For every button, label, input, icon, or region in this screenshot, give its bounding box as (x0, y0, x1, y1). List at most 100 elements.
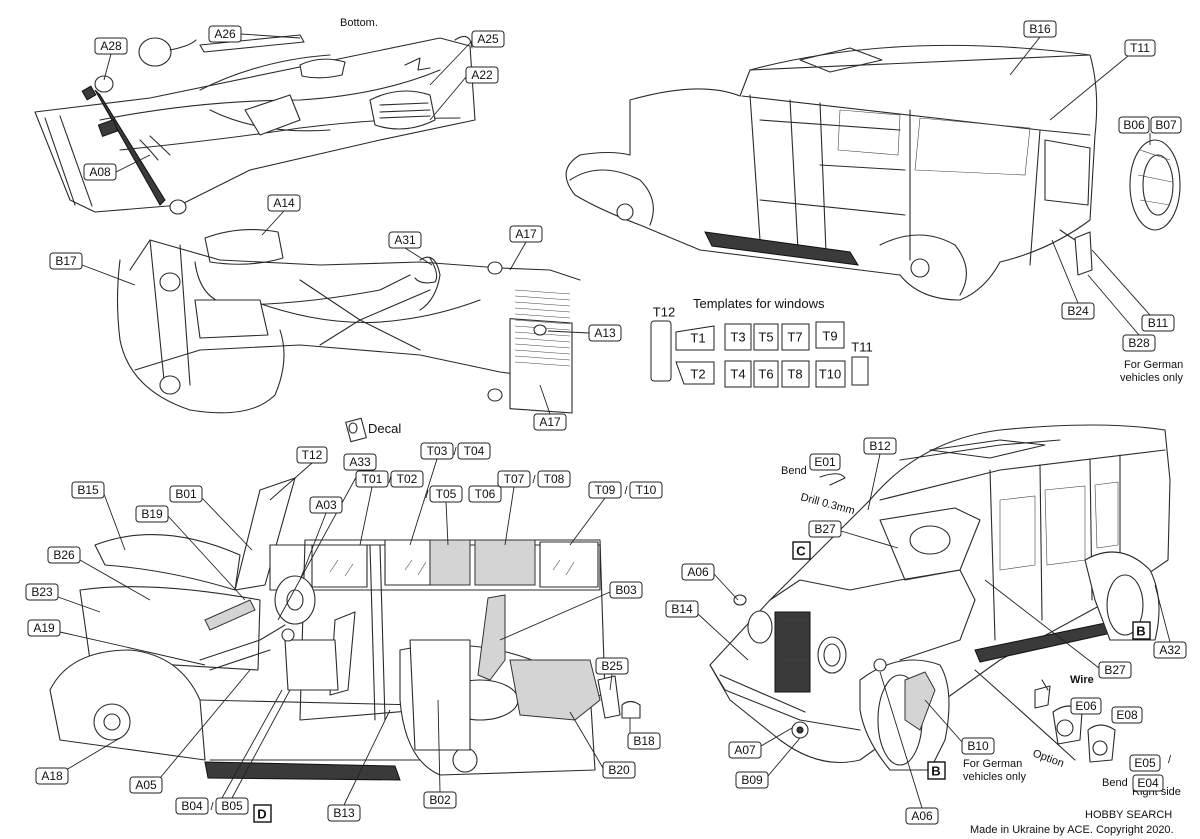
part-label-t12: T12 (296, 446, 328, 464)
part-label-a08: A08 (83, 163, 117, 181)
leader-line-a22 (429, 76, 467, 121)
leader-line-t09 (569, 497, 606, 546)
part-label-a07: A07 (728, 741, 762, 759)
part-label-text-b25: B25 (601, 659, 623, 673)
part-label-text-a22: A22 (471, 68, 493, 82)
part-label-text-a14: A14 (273, 196, 295, 210)
part-label-a13: A13 (588, 324, 622, 342)
part-label-a17top: A17 (509, 225, 543, 243)
part-label-text-b24: B24 (1067, 304, 1089, 318)
part-label-text-b18: B18 (633, 734, 655, 748)
part-label-text-a32: A32 (1159, 643, 1181, 657)
part-label-a14: A14 (267, 194, 301, 212)
part-label-b24: B24 (1061, 302, 1095, 320)
part-label-text-b20: B20 (608, 763, 630, 777)
part-label-text-b09: B09 (741, 773, 763, 787)
part-label-text-b14: B14 (671, 602, 693, 616)
frame-underside-drawing (116, 229, 581, 414)
leader-line-b16 (1009, 36, 1041, 76)
template-t12: T12 (653, 305, 675, 320)
leader-line-a31 (404, 247, 433, 266)
part-label-text-b01: B01 (175, 487, 197, 501)
part-label-b02: B02 (423, 791, 457, 809)
note-decal: Decal (368, 421, 401, 436)
part-label-text-a25: A25 (477, 32, 499, 46)
part-label-text-a05: A05 (135, 778, 157, 792)
part-label-e08: E08 (1111, 706, 1143, 724)
part-label-b09: B09 (735, 771, 769, 789)
part-label-a26: A26 (208, 25, 242, 43)
part-label-b15: B15 (71, 481, 105, 499)
leader-line-a18 (65, 737, 121, 771)
part-label-text-a26: A26 (214, 27, 236, 41)
part-label-text-b15: B15 (77, 483, 99, 497)
marker-d: D (257, 807, 266, 822)
leader-line-a28 (103, 53, 112, 81)
leader-line-b25 (609, 673, 613, 691)
part-label-text-a19: A19 (33, 621, 55, 635)
leader-line-a17top (509, 241, 527, 271)
note-wire: Wire (1070, 674, 1094, 686)
part-label-b13: B13 (327, 804, 361, 822)
part-label-text-e05: E05 (1134, 756, 1156, 770)
part-label-text-b03: B03 (615, 583, 637, 597)
part-label-text-a17top: A17 (515, 227, 537, 241)
part-label-text-b02: B02 (429, 793, 451, 807)
part-label-text-t08: T08 (544, 472, 565, 486)
part-label-text-b04: B04 (181, 799, 203, 813)
part-label-text-t07: T07 (504, 472, 525, 486)
part-label-text-t10: T10 (636, 483, 657, 497)
note-bend: Bend (781, 465, 807, 477)
leader-line-b14 (697, 613, 749, 661)
template-t4: T4 (730, 367, 745, 382)
leader-line-b26 (79, 559, 151, 601)
leader-line-a33 (277, 469, 361, 621)
template-t5: T5 (758, 330, 773, 345)
leader-line-b09 (767, 737, 801, 777)
part-label-text-a31: A31 (394, 233, 416, 247)
part-label-b07: B07 (1150, 116, 1182, 134)
part-label-a32: A32 (1153, 641, 1187, 659)
label-separator: / (453, 446, 457, 458)
part-label-t04: T04 (457, 442, 491, 460)
part-label-b12: B12 (863, 437, 897, 455)
part-label-text-b16: B16 (1029, 22, 1051, 36)
part-label-text-b19: B19 (141, 507, 163, 521)
part-label-t02: T02 (390, 470, 424, 488)
leader-line-t01 (359, 486, 373, 546)
part-label-text-e04: E04 (1137, 776, 1159, 790)
part-label-a03: A03 (309, 496, 343, 514)
leader-line-a26 (240, 33, 301, 39)
part-label-text-b13: B13 (333, 806, 355, 820)
part-label-b18: B18 (627, 732, 661, 750)
part-label-e04: E04 (1132, 774, 1164, 792)
part-label-b26: B26 (47, 546, 81, 564)
part-label-text-b06: B06 (1123, 118, 1145, 132)
part-label-a17bot: A17 (533, 413, 567, 431)
part-label-b16: B16 (1023, 20, 1057, 38)
part-label-a33: A33 (343, 453, 377, 471)
leader-line-a13 (547, 330, 590, 334)
part-label-text-t12: T12 (302, 448, 323, 462)
label-separator: / (210, 801, 214, 813)
leader-line-b10 (924, 699, 963, 743)
template-t3: T3 (730, 330, 745, 345)
part-label-t07: T07 (497, 470, 531, 488)
part-label-t09: T09 (588, 481, 622, 499)
part-label-a22: A22 (465, 66, 499, 84)
part-label-text-a18: A18 (41, 769, 63, 783)
part-label-a25: A25 (471, 30, 505, 48)
marker-b-1: B (1136, 624, 1145, 639)
note-bend-2: Bend (1102, 777, 1128, 789)
part-label-e01: E01 (809, 453, 841, 471)
part-label-text-b10: B10 (967, 739, 989, 753)
leader-line-a06bot (879, 671, 923, 809)
part-label-text-e01: E01 (814, 455, 836, 469)
part-label-text-t02: T02 (397, 472, 418, 486)
template-t9: T9 (822, 329, 837, 344)
leader-line-a19 (59, 631, 206, 666)
part-label-text-b17: B17 (55, 254, 77, 268)
leader-line-t03 (409, 458, 438, 546)
part-label-b04: B04 (175, 797, 209, 815)
